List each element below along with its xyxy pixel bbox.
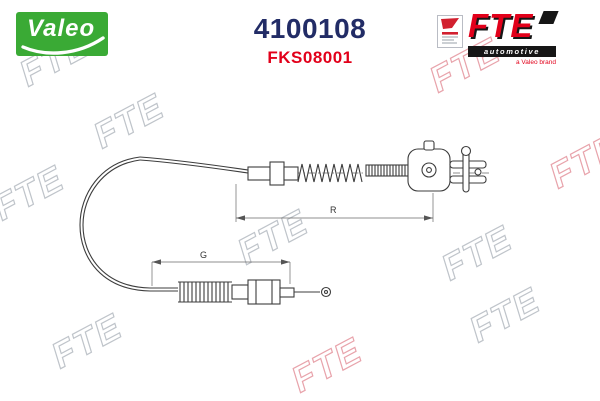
clevis-fork	[449, 145, 487, 193]
dim-label-r: R	[330, 205, 337, 215]
fte-crest-icon	[437, 15, 463, 48]
conduit-end-fitting	[247, 161, 299, 186]
part-number: 4100108	[253, 13, 367, 44]
reference-number: FKS08001	[267, 48, 353, 67]
fte-logo-text: FTE	[468, 7, 534, 44]
lower-cable-run	[150, 287, 178, 292]
dim-label-g: G	[200, 250, 207, 260]
upper-cable-run	[139, 156, 249, 174]
damper-body	[407, 140, 451, 192]
valeo-logo: Valeo	[16, 12, 108, 56]
dimension-line-g: G	[151, 250, 291, 286]
cable-loop	[79, 156, 151, 292]
threaded-rod	[365, 164, 409, 177]
dimension-line-r: R	[235, 184, 434, 222]
lower-end-fitting	[231, 279, 332, 305]
bellows	[297, 163, 363, 183]
lower-ribbed-boot	[178, 281, 232, 303]
fte-tagline: a Valeo brand	[516, 59, 556, 66]
fte-division-label: automotive	[468, 46, 556, 57]
valeo-swoosh-icon	[21, 36, 105, 55]
valeo-logo-text: Valeo	[27, 15, 96, 42]
